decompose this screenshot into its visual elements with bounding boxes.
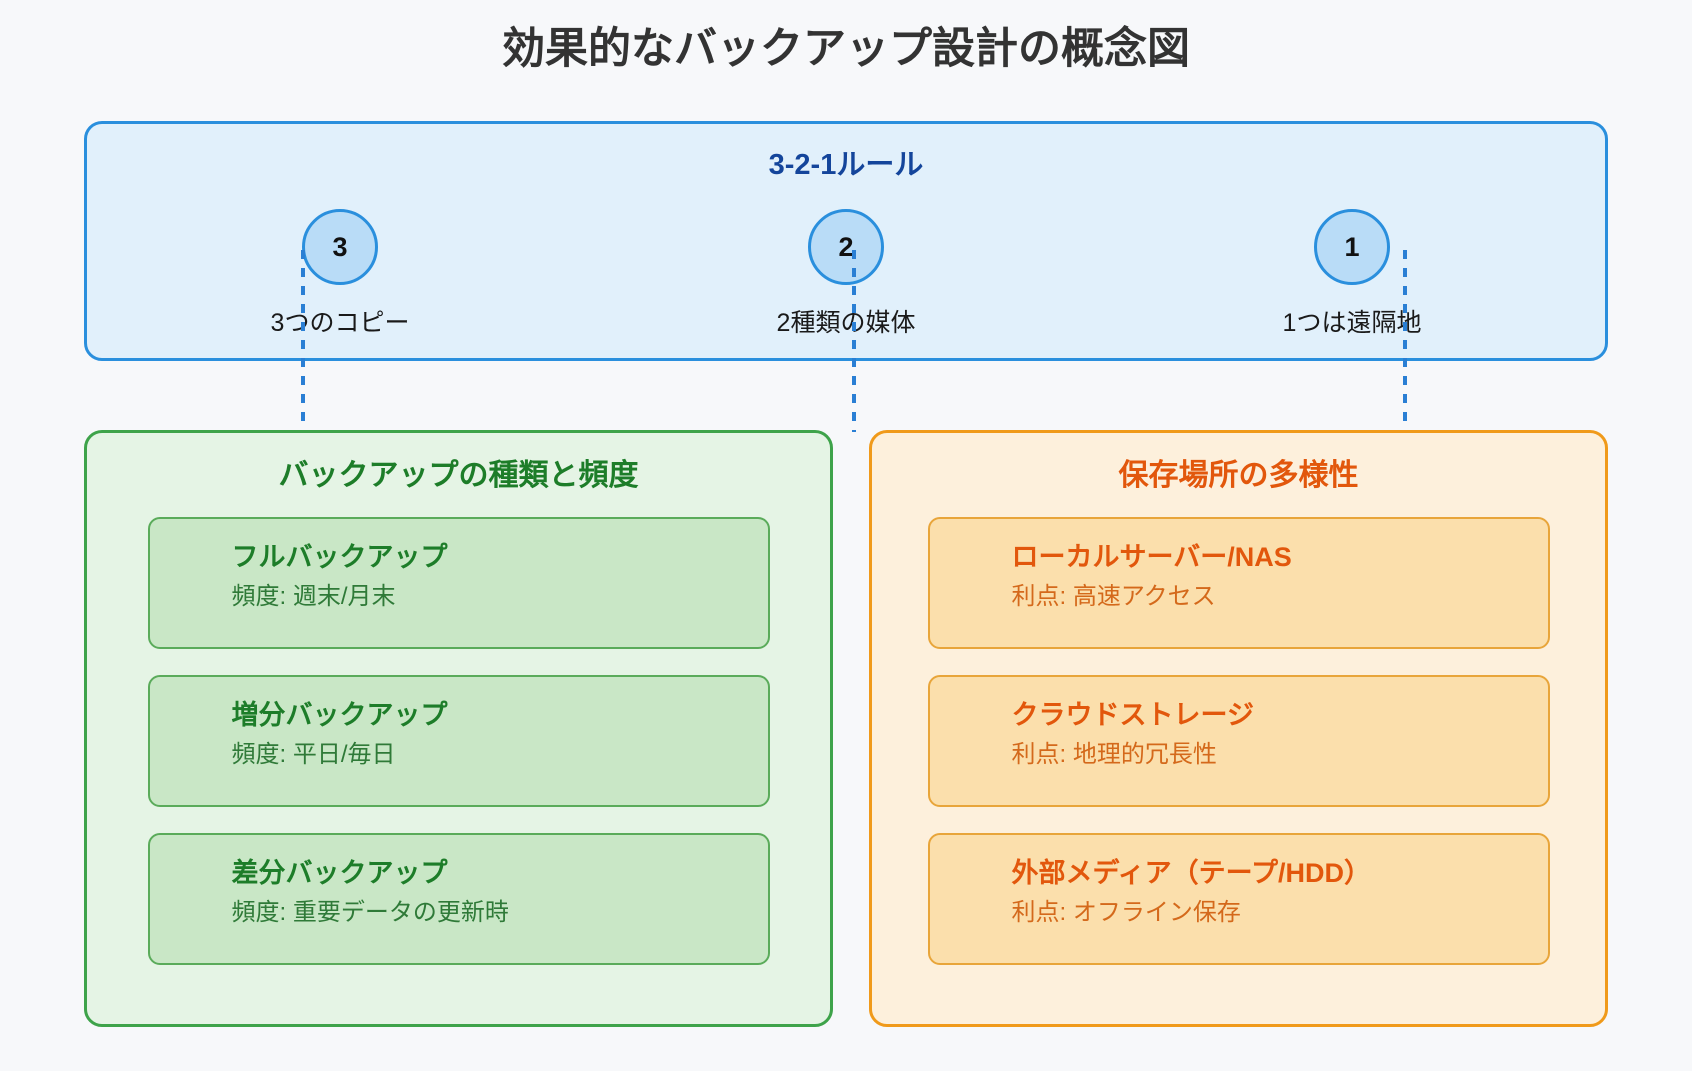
card-title: 増分バックアップ [231,700,448,730]
rule-item-2: 2 2種類の媒体 [716,209,976,339]
rule-item-3: 3 3つのコピー [210,209,470,339]
rule-label-1: 1つは遠隔地 [1282,309,1422,337]
connector-line-1-to-locations [1403,250,1407,432]
card-subtitle: 利点: 高速アクセス [1011,583,1216,611]
rule-panel-title: 3-2-1ルール [768,149,924,181]
rule-label-2: 2種類の媒体 [776,309,916,337]
rule-item-1: 1 1つは遠隔地 [1222,209,1482,339]
card-subtitle: 利点: 地理的冗長性 [1011,741,1217,769]
card-title: クラウドストレージ [1011,700,1254,730]
storage-location-card: ローカルサーバー/NAS 利点: 高速アクセス [927,517,1550,649]
storage-location-card: 外部メディア（テープ/HDD） 利点: オフライン保存 [927,833,1550,965]
rule-number-circle-3: 3 [302,209,378,285]
storage-locations-title: 保存場所の多様性 [1118,459,1359,492]
rule-panel: 3-2-1ルール 3 3つのコピー 2 2種類の媒体 1 1つは遠隔地 [84,121,1608,361]
page-title: 効果的なバックアップ設計の概念図 [502,25,1190,73]
backup-types-card-list: フルバックアップ 頻度: 週末/月末 増分バックアップ 頻度: 平日/毎日 差分… [87,517,830,965]
card-title: 外部メディア（テープ/HDD） [1011,858,1372,888]
card-title: フルバックアップ [231,542,448,572]
card-subtitle: 頻度: 重要データの更新時 [231,899,509,927]
rule-number-circle-2: 2 [808,209,884,285]
backup-type-card: 増分バックアップ 頻度: 平日/毎日 [147,675,770,807]
card-subtitle: 頻度: 平日/毎日 [231,741,396,769]
card-subtitle: 頻度: 週末/月末 [231,583,396,611]
storage-locations-card-list: ローカルサーバー/NAS 利点: 高速アクセス クラウドストレージ 利点: 地理… [872,517,1605,965]
card-subtitle: 利点: オフライン保存 [1011,899,1241,927]
card-title: 差分バックアップ [231,858,448,888]
storage-location-card: クラウドストレージ 利点: 地理的冗長性 [927,675,1550,807]
backup-type-card: フルバックアップ 頻度: 週末/月末 [147,517,770,649]
rule-number-circle-1: 1 [1314,209,1390,285]
connector-line-2-to-types [852,250,856,432]
rule-item-list: 3 3つのコピー 2 2種類の媒体 1 1つは遠隔地 [87,209,1605,339]
card-title: ローカルサーバー/NAS [1011,542,1292,572]
connector-line-3-to-types [301,250,305,432]
backup-types-panel: バックアップの種類と頻度 フルバックアップ 頻度: 週末/月末 増分バックアップ… [84,430,833,1027]
storage-locations-panel: 保存場所の多様性 ローカルサーバー/NAS 利点: 高速アクセス クラウドストレ… [869,430,1608,1027]
rule-label-3: 3つのコピー [270,309,410,337]
backup-type-card: 差分バックアップ 頻度: 重要データの更新時 [147,833,770,965]
backup-types-title: バックアップの種類と頻度 [278,459,639,492]
